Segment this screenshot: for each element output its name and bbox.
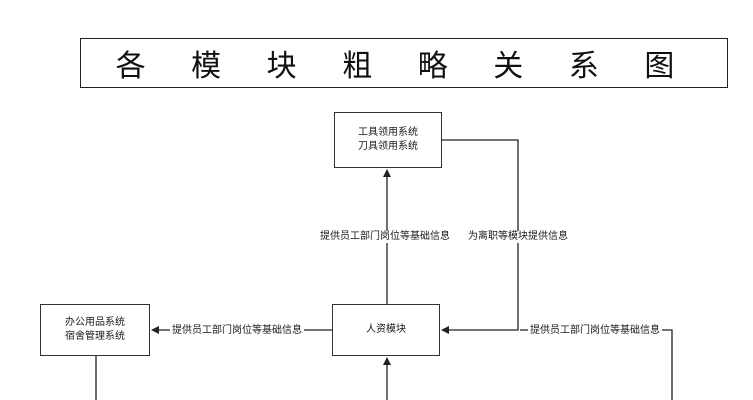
node-office-systems: 办公用品系统 宿舍管理系统 [40, 304, 150, 356]
node-tool-line2: 刀具领用系统 [358, 141, 418, 152]
edge-label-right-to-hr: 提供员工部门岗位等基础信息 [528, 325, 662, 337]
edge-label-hr-to-tools: 提供员工部门岗位等基础信息 [318, 231, 452, 243]
edge-label-resign-info: 为离职等模块提供信息 [466, 231, 570, 243]
edge-label-hr-to-office: 提供员工部门岗位等基础信息 [170, 325, 304, 337]
node-tool-systems: 工具领用系统 刀具领用系统 [334, 112, 442, 168]
node-office-line1: 办公用品系统 [65, 317, 125, 328]
diagram-title: 各 模 块 粗 略 关 系 图 [80, 38, 728, 88]
node-tool-line1: 工具领用系统 [358, 127, 418, 138]
node-hr-module: 人资模块 [332, 304, 440, 356]
edge-right-to-hr [520, 329, 673, 400]
node-hr-label: 人资模块 [366, 324, 406, 335]
node-office-line2: 宿舍管理系统 [65, 331, 125, 342]
